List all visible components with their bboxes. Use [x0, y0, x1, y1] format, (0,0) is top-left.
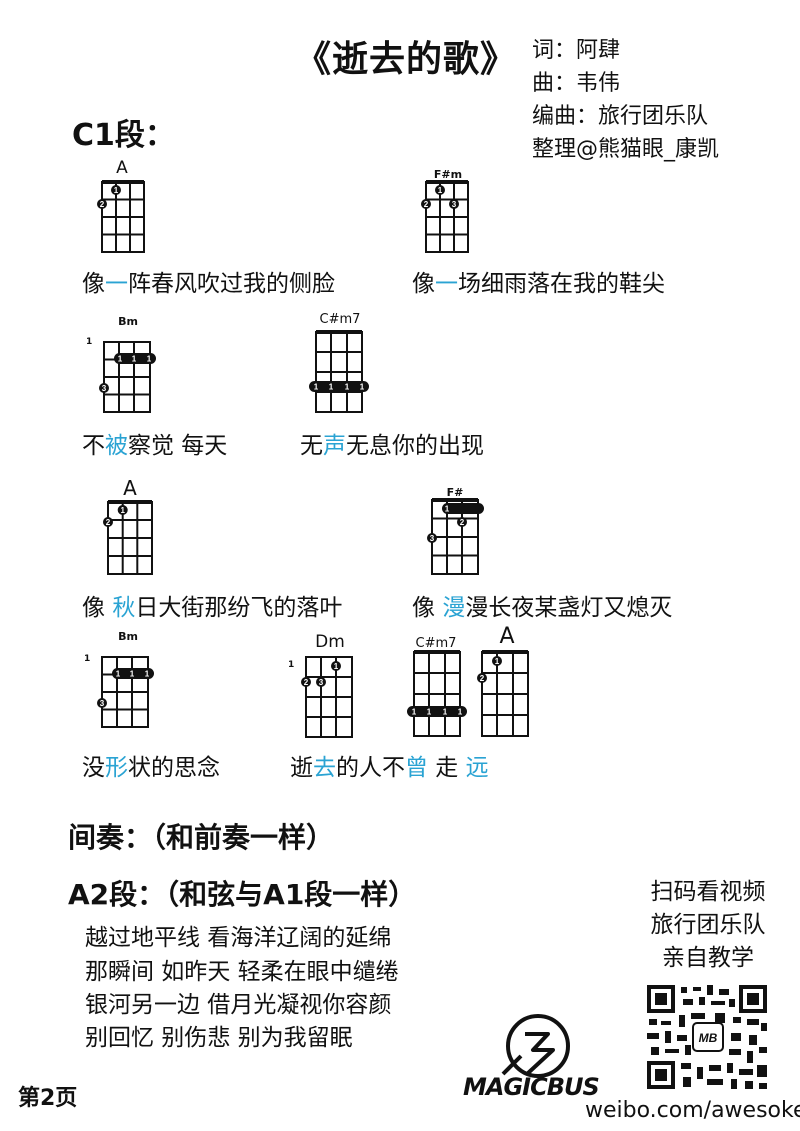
credit-arranger: 编曲：旅行团乐队	[532, 104, 709, 129]
credit-transcriber: 整理@熊猫眼_康凯	[532, 137, 720, 162]
chord-name-a-3: A	[499, 624, 515, 649]
chord-diagram-a: 1 2	[97, 180, 145, 253]
chord-diagram-csharp-m7-2: 1 1 1 1	[407, 650, 467, 737]
svg-text:1: 1	[145, 670, 150, 679]
a2-lyric-line-2: 那瞬间 如昨天 轻柔在眼中缱绻	[85, 959, 399, 985]
chord-diagram-fsharp-m: 1 2 3	[421, 180, 469, 253]
section-c1-heading: C1段：	[72, 118, 175, 153]
svg-text:2: 2	[106, 518, 111, 527]
svg-text:1: 1	[130, 670, 135, 679]
svg-text:1: 1	[116, 670, 121, 679]
svg-text:2: 2	[424, 200, 429, 209]
chord-diagram-dm: 1 2 3	[301, 656, 353, 738]
section-a2-heading: A2段：（和弦与A1段一样）	[68, 878, 417, 911]
chord-name-a-2: A	[123, 476, 137, 500]
chord-name-csharp-m7-2: C#m7	[415, 636, 457, 651]
svg-text:2: 2	[460, 518, 465, 527]
svg-text:1: 1	[412, 708, 417, 717]
svg-text:2: 2	[100, 200, 105, 209]
svg-text:1: 1	[147, 355, 152, 364]
svg-text:2: 2	[480, 674, 485, 683]
chord-diagram-csharp-m7: 1 1 1 1	[309, 330, 369, 413]
lyric-line-4b: 逝去的人不曾 走 远	[290, 755, 489, 781]
lyric-line-4a: 没形状的思念	[82, 755, 220, 781]
svg-text:1: 1	[118, 355, 123, 364]
qr-badge: MB	[699, 1031, 718, 1045]
magicbus-logo-text: MAGICBUS	[463, 1073, 600, 1101]
svg-text:1: 1	[329, 383, 334, 392]
promo-line-3: 亲自教学	[662, 945, 754, 971]
chord-name-bm: Bm	[118, 315, 138, 328]
svg-text:1: 1	[458, 708, 463, 717]
song-title: 《逝去的歌》	[295, 39, 518, 80]
svg-text:1: 1	[443, 708, 448, 717]
page-number: 第2页	[18, 1086, 78, 1111]
credit-lyricist: 词：阿肆	[532, 38, 621, 63]
promo-line-1: 扫码看视频	[650, 879, 766, 905]
svg-text:1: 1	[314, 383, 319, 392]
svg-text:1: 1	[120, 506, 125, 515]
fret-number: 1	[86, 337, 93, 347]
svg-text:3: 3	[102, 384, 107, 393]
svg-text:1: 1	[495, 657, 500, 666]
fret-number: 1	[84, 654, 91, 664]
chord-name-bm-2: Bm	[118, 630, 138, 643]
chord-name-csharp-m7: C#m7	[319, 312, 361, 327]
a2-lyric-line-4: 别回忆 别伤悲 别为我留眠	[85, 1025, 353, 1051]
chord-name-fsharp: F#	[446, 486, 464, 499]
svg-text:1: 1	[334, 662, 339, 671]
chord-name-fsharp-m: F#m	[433, 168, 463, 181]
svg-text:3: 3	[452, 200, 457, 209]
svg-text:3: 3	[100, 699, 105, 708]
lyric-line-1b: 像一场细雨落在我的鞋尖	[412, 271, 665, 297]
svg-text:1: 1	[360, 383, 365, 392]
chord-diagram-a-2: 1 2	[103, 500, 153, 575]
svg-text:1: 1	[438, 186, 443, 195]
qr-code[interactable]: MB	[645, 983, 769, 1091]
lyric-line-3a: 像 秋日大街那纷飞的落叶	[82, 595, 343, 621]
chord-name-dm: Dm	[315, 632, 345, 652]
weibo-watermark: weibo.com/awesoke	[585, 1098, 800, 1123]
chord-diagram-a-3: 1 2	[477, 650, 529, 737]
svg-text:3: 3	[319, 678, 324, 687]
svg-text:1: 1	[114, 186, 119, 195]
credit-composer: 曲：韦伟	[532, 71, 621, 96]
lyric-line-2a: 不被察觉 每天	[82, 433, 228, 459]
svg-text:1: 1	[132, 355, 137, 364]
lyric-line-2b: 无声无息你的出现	[300, 433, 484, 459]
chord-diagram-fsharp: 1 2 3	[427, 498, 484, 575]
lyric-line-3b: 像 漫漫长夜某盏灯又熄灭	[412, 595, 673, 621]
chord-diagram-bm: 1 1 1 3	[99, 341, 156, 413]
magicbus-logo-icon	[501, 1014, 570, 1078]
svg-text:2: 2	[304, 678, 309, 687]
chord-name-a: A	[116, 158, 128, 178]
svg-text:1: 1	[445, 505, 450, 514]
svg-text:3: 3	[430, 534, 435, 543]
svg-text:1: 1	[345, 383, 350, 392]
a2-lyric-line-1: 越过地平线 看海洋辽阔的延绵	[85, 925, 392, 951]
lyric-line-1a: 像一阵春风吹过我的侧脸	[82, 271, 335, 297]
a2-lyric-line-3: 银河另一边 借月光凝视你容颜	[85, 992, 392, 1018]
fret-number: 1	[288, 660, 295, 670]
svg-text:1: 1	[427, 708, 432, 717]
chord-diagram-bm-2: 1 1 1 3	[97, 656, 154, 728]
interlude-heading: 间奏：（和前奏一样）	[68, 821, 335, 854]
promo-line-2: 旅行团乐队	[650, 912, 766, 938]
